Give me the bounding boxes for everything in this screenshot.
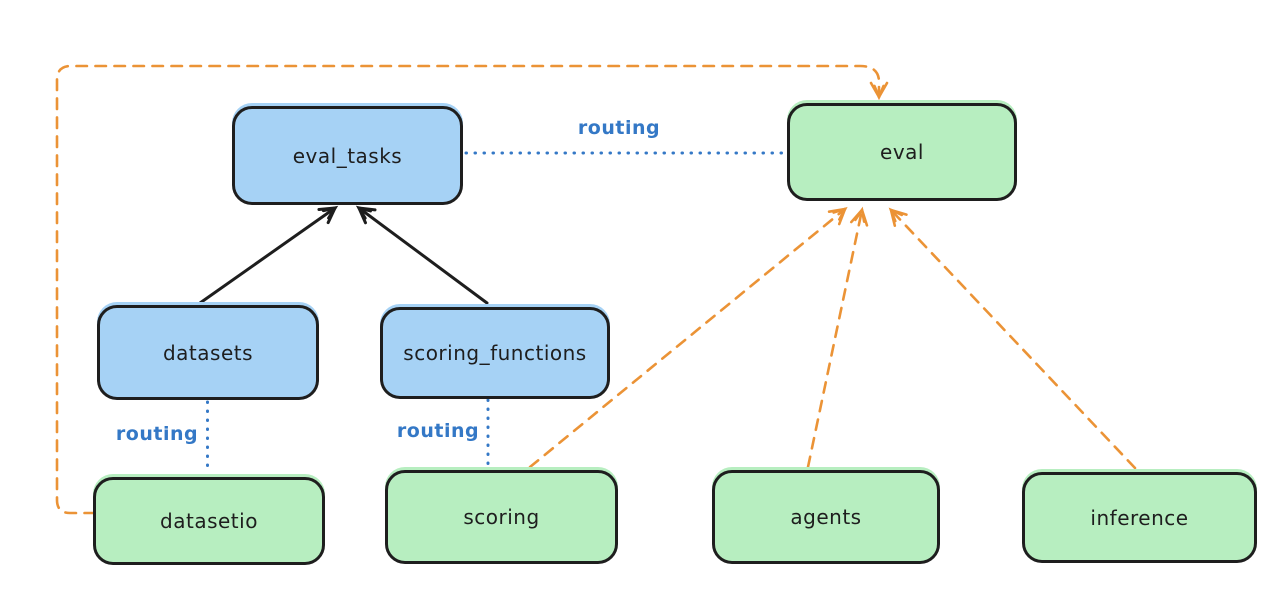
edge-label-routing-scoring-functions-scoring: routing [396, 420, 480, 442]
node-eval: eval [787, 103, 1017, 201]
connector-scoring-functions-to-eval-tasks [355, 205, 489, 305]
connector-datasets-to-eval-tasks [198, 205, 339, 305]
node-eval-tasks: eval_tasks [232, 106, 463, 205]
connector-datasetio-loop-to-eval [55, 64, 889, 515]
node-datasets: datasets [97, 305, 319, 400]
node-scoring-label: scoring [463, 505, 540, 529]
node-agents-label: agents [790, 505, 862, 529]
connector-inference-to-eval [888, 207, 1137, 470]
node-datasets-label: datasets [162, 340, 254, 365]
node-scoring-functions-label: scoring_functions [403, 341, 587, 365]
node-agents: agents [712, 470, 940, 564]
connector-scoring-to-eval [528, 206, 848, 469]
node-datasetio-label: datasetio [160, 509, 258, 533]
node-eval-label: eval [880, 140, 924, 164]
node-inference-label: inference [1090, 505, 1189, 530]
node-eval-tasks-label: eval_tasks [292, 143, 403, 168]
edge-label-routing-datasets-datasetio: routing [115, 423, 199, 445]
node-datasetio: datasetio [93, 477, 325, 565]
connector-agents-to-eval [806, 206, 869, 469]
edge-label-routing-eval-tasks-eval: routing [577, 117, 661, 139]
node-inference: inference [1022, 472, 1257, 563]
node-scoring: scoring [385, 470, 618, 564]
node-scoring-functions: scoring_functions [380, 307, 610, 399]
